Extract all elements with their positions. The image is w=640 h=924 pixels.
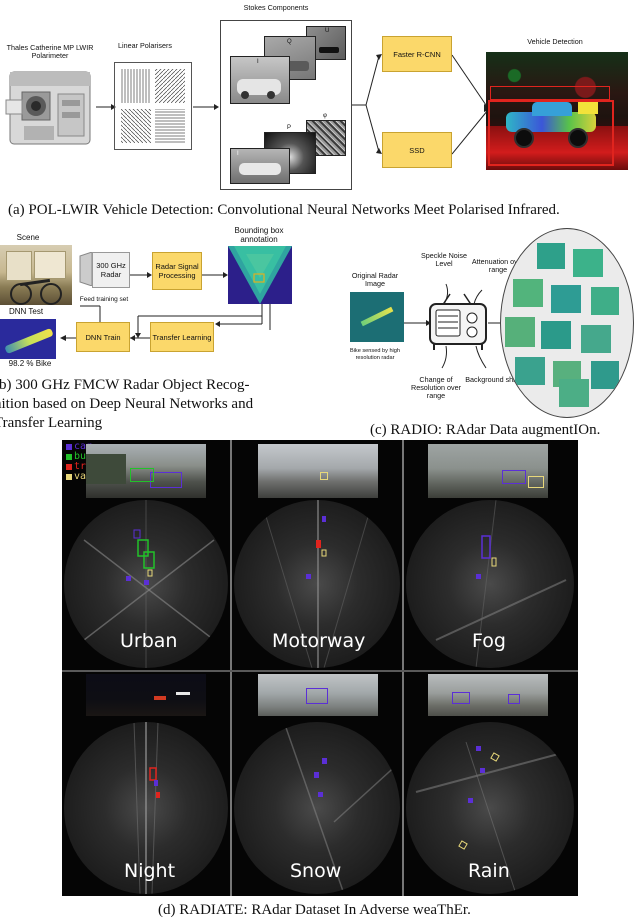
radar-scan-rain: [406, 722, 574, 894]
legend-item-bus: bus: [66, 452, 104, 462]
vehicle-detection-label: Vehicle Detection: [527, 37, 583, 46]
speckle-label: Speckle Noise Level: [421, 251, 467, 268]
background-shift-label: Background shift: [465, 375, 519, 384]
camera-snow: [258, 674, 378, 716]
bike-percentage: 98.2 % Bike: [8, 359, 52, 368]
radar-scan-motorway: [234, 500, 400, 668]
stokes-thumb-i-bottom: I: [230, 148, 290, 184]
arrow-camera-polarisers: [96, 98, 116, 116]
camera-urban: [86, 444, 206, 498]
original-radar-label: Original Radar Image: [351, 271, 399, 288]
scene-label-motorway: Motorway: [272, 630, 366, 652]
bike-sensed-label: Bike sensed by high resolution radar: [349, 348, 401, 361]
dnn-test-image: [0, 319, 56, 359]
polarisers-label: Linear Polarisers: [118, 41, 172, 50]
caption-b: (b) 300 GHz FMCW Radar Object Recog- nit…: [0, 377, 254, 431]
arrow-radar-processing: [130, 266, 152, 284]
legend-item-car: car: [66, 442, 104, 452]
vehicle-detection-image: [486, 52, 628, 170]
scene-label-urban: Urban: [120, 630, 178, 652]
transfer-learning-box: Transfer Learning: [150, 322, 214, 352]
stokes-thumb-i-top: I: [230, 56, 290, 104]
dnn-test-label: DNN Test: [8, 307, 44, 316]
camera-fog: [428, 444, 548, 498]
change-resolution-label: Change of Resolution over range: [411, 375, 461, 400]
scene-label-night: Night: [124, 860, 176, 882]
original-radar-image: [350, 292, 404, 342]
radiate-grid: car bus truck van: [62, 440, 578, 896]
scene-label-fog: Fog: [472, 630, 506, 652]
dnn-train-box: DNN Train: [76, 322, 130, 352]
stokes-label: Stokes Components: [243, 3, 309, 12]
attenuation-label: Attenuation over range: [471, 257, 525, 274]
feed-training-label: Feed training set: [79, 296, 129, 303]
ssd-box: SSD: [382, 132, 452, 168]
radar-box: 300 GHz Radar: [92, 252, 130, 288]
radio-device: [404, 268, 514, 383]
radar-scan-urban: [64, 500, 228, 668]
camera-label: Thales Catherine MP LWIR Polarimeter: [6, 43, 94, 60]
radar-scan-fog: [406, 500, 574, 668]
augmented-samples-ellipse: [500, 228, 634, 418]
arrow-processing-annotation: [202, 266, 228, 284]
radar-signal-processing-box: Radar Signal Processing: [152, 252, 202, 290]
stokes-components-box: [220, 20, 352, 190]
scene-label-snow: Snow: [290, 860, 342, 882]
radar-scan-night: [64, 722, 228, 894]
camera-motorway: [258, 444, 378, 498]
radar-annotation-image: [228, 246, 292, 304]
arrows-stokes-to-detectors: [352, 50, 384, 165]
caption-c: (c) RADIO: RAdar Data augmentIOn.: [370, 422, 601, 438]
linear-polarisers-box: [114, 62, 192, 150]
bbox-annotation-label: Bounding box annotation: [234, 226, 284, 244]
caption-a: (a) POL-LWIR Vehicle Detection: Convolut…: [8, 202, 560, 218]
scene-photo: [0, 245, 72, 305]
camera-night: [86, 674, 206, 716]
scene-label: Scene: [16, 233, 40, 242]
polarimeter-camera-image: [4, 64, 96, 152]
faster-rcnn-box: Faster R-CNN: [382, 36, 452, 72]
caption-d: (d) RADIATE: RAdar Dataset In Adverse we…: [158, 902, 471, 918]
arrow-polarisers-stokes: [193, 98, 219, 116]
radar-scan-snow: [234, 722, 400, 894]
legend-item-van: van: [66, 472, 104, 482]
scene-label-rain: Rain: [468, 860, 510, 882]
camera-rain: [428, 674, 548, 716]
